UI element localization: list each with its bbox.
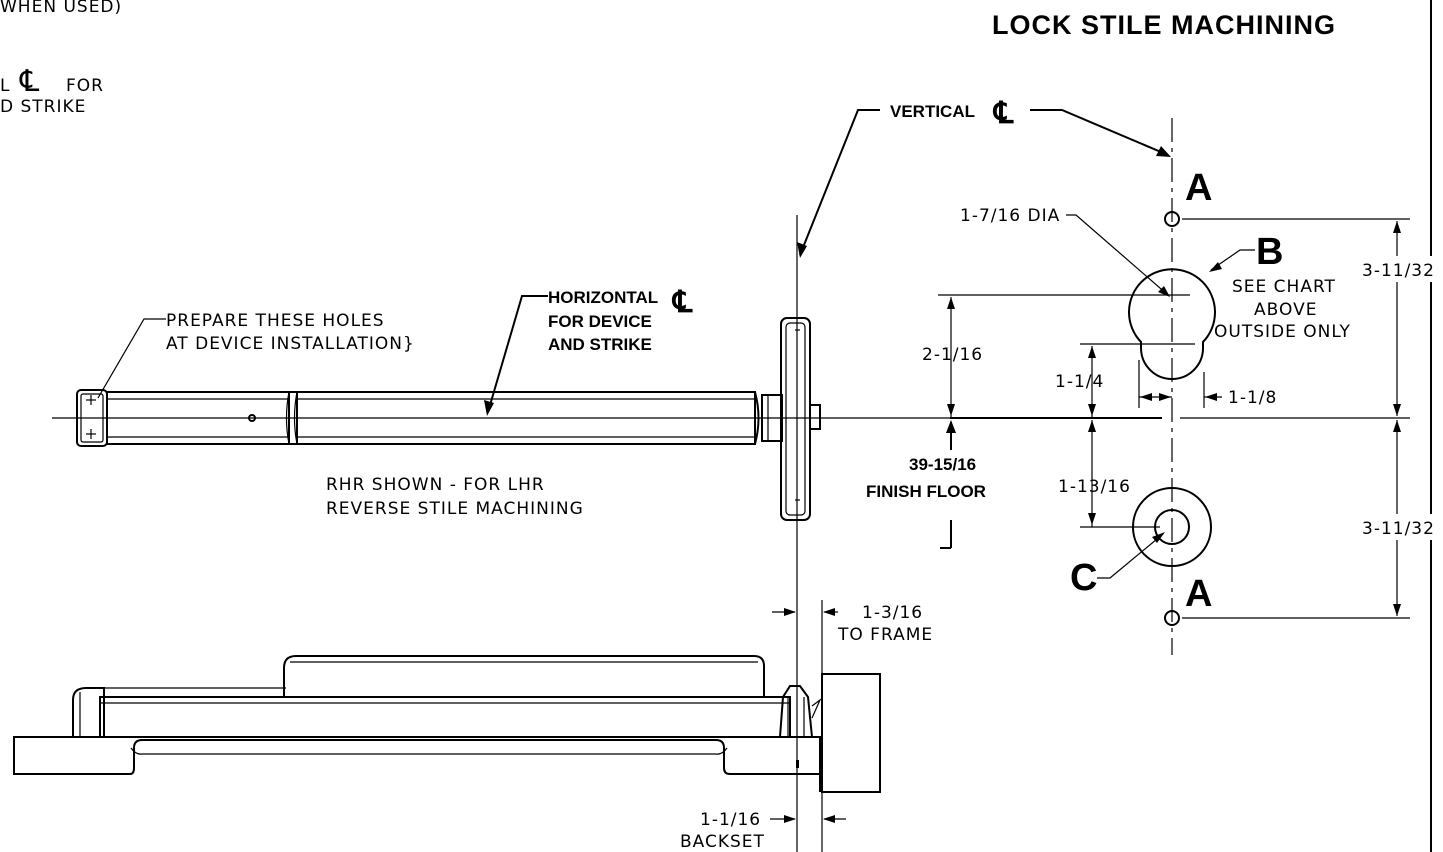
arrowhead [1159,393,1171,401]
backset-label: BACKSET [680,832,765,852]
arrowhead [797,242,807,258]
arrowhead [484,400,494,416]
diameter-leader [1066,214,1169,296]
vertical-cl-symbol: ℄ [992,97,1014,130]
arrowhead [946,420,956,433]
prepare-holes-line1: PREPARE THESE HOLES [166,311,385,331]
arrowhead [1393,604,1401,616]
rhr-note-line1: RHR SHOWN - FOR LHR [326,475,545,495]
arrowhead [1393,420,1401,432]
finish-floor-label: FINISH FLOOR [866,482,986,501]
corner-note-2-end: FOR [66,76,104,96]
arrowhead [947,297,955,309]
exit-device-front-view [76,317,821,521]
page-title: LOCK STILE MACHINING [992,10,1336,40]
dim-text-mask [1360,256,1432,282]
to-frame-label: TO FRAME [837,625,933,645]
horizontal-cl-leader [487,295,548,413]
arrowhead [1393,404,1401,416]
rhr-note-line2: REVERSE STILE MACHINING [326,499,584,519]
dimension-3-11-32-top: 3-11/32 [1362,261,1435,281]
corner-note-2-start: L [0,76,10,96]
dimension-2-1-16: 2-1/16 [922,345,983,365]
frame-dimension: 1-3/16 [862,603,923,623]
arrowhead [1140,393,1152,401]
arrowhead [1393,221,1401,233]
exit-device-top-view [13,655,881,793]
vertical-cl-leader-left [799,109,880,256]
arrowhead [784,815,796,823]
dim-text-mask [1360,514,1432,540]
centerline-symbol: ℄ [19,64,40,99]
arrowhead [1209,262,1222,272]
arrowhead [1205,393,1217,401]
arrowhead [1088,420,1096,432]
dimension-3-11-32-bottom: 3-11/32 [1362,519,1435,539]
horizontal-cl-line2: FOR DEVICE [548,312,652,331]
callout-c: C [1070,557,1097,599]
callout-a-top: A [1185,167,1212,209]
cylinder-cutout-b [1128,268,1216,380]
arrowhead [784,608,796,616]
horizontal-cl-line1: HORIZONTAL [548,288,658,307]
arrowhead [1088,404,1096,416]
arrowhead [1088,346,1096,358]
backset-dimension: 1-1/16 [700,810,761,830]
dimension-1-1-8: 1-1/8 [1228,388,1277,408]
horizontal-cl-line3: AND STRIKE [548,335,652,354]
callout-b-leader [1210,249,1255,271]
arrowhead [1152,532,1165,543]
prepare-holes-line2: AT DEVICE INSTALLATION} [166,334,415,354]
dimension-1-1-4: 1-1/4 [1055,372,1104,392]
see-chart-line3: OUTSIDE ONLY [1214,322,1351,342]
prepare-holes-leader [97,318,166,399]
diameter-label: 1-7/16 DIA [960,206,1060,226]
arrowhead [1158,286,1170,297]
arrowhead [1156,146,1171,157]
arrowhead [947,404,955,416]
corner-note-1: WHEN USED) [0,0,122,17]
arrowhead [823,608,835,616]
see-chart-line1: SEE CHART [1232,277,1336,297]
vertical-cl-label: VERTICAL [890,102,975,121]
dimension-1-13-16: 1-13/16 [1058,477,1131,497]
callout-b: B [1256,231,1283,273]
callout-a-bottom: A [1185,573,1212,615]
hole-a-top [1164,211,1180,227]
horizontal-cl-symbol: ℄ [671,286,693,319]
see-chart-line2: ABOVE [1254,300,1317,320]
vertical-cl-leader-right [1030,109,1169,156]
finish-floor-height: 39-15/16 [909,455,976,474]
corner-note-3: D STRIKE [0,97,86,117]
arrowhead [823,815,835,823]
callout-c-leader [1097,533,1164,579]
arrowhead [1088,513,1096,525]
hole-a-bottom [1164,610,1180,626]
